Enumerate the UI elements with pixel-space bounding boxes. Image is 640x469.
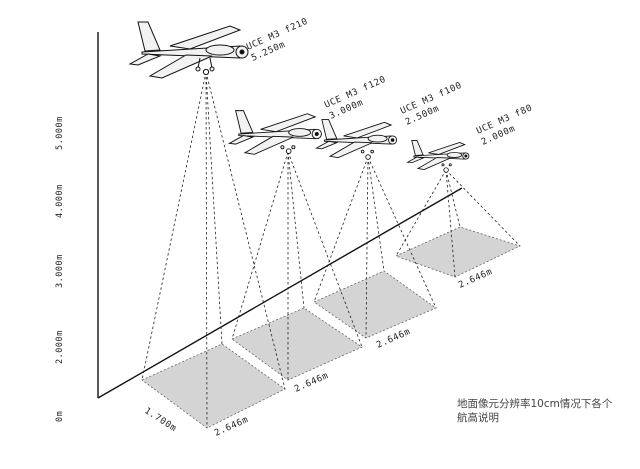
diagram-caption: 地面像元分辨率10cm情况下各个航高说明 [457,398,613,424]
y-tick-4000: 4.000m [55,184,65,218]
ground-footprints [141,226,522,429]
camera-point-icon [365,154,371,160]
y-tick-3000: 3.000m [55,254,65,288]
y-tick-0: 0m [55,411,65,422]
airplane-icon [406,139,470,173]
camera-point-icon [285,148,292,154]
airplane-icon [315,119,398,160]
camera-point-icon [443,167,449,173]
camera-point-icon [202,68,210,76]
footprint-2 [231,307,363,381]
ground-line [97,187,463,399]
width-label-1: 1.700m [142,406,178,434]
footprint-4 [394,226,522,278]
y-tick-5000: 5.000m [55,116,65,150]
view-cones [141,71,521,429]
y-tick-2000: 2.000m [55,330,65,364]
airplane-icon [227,110,322,155]
airplane-icon [128,21,249,79]
